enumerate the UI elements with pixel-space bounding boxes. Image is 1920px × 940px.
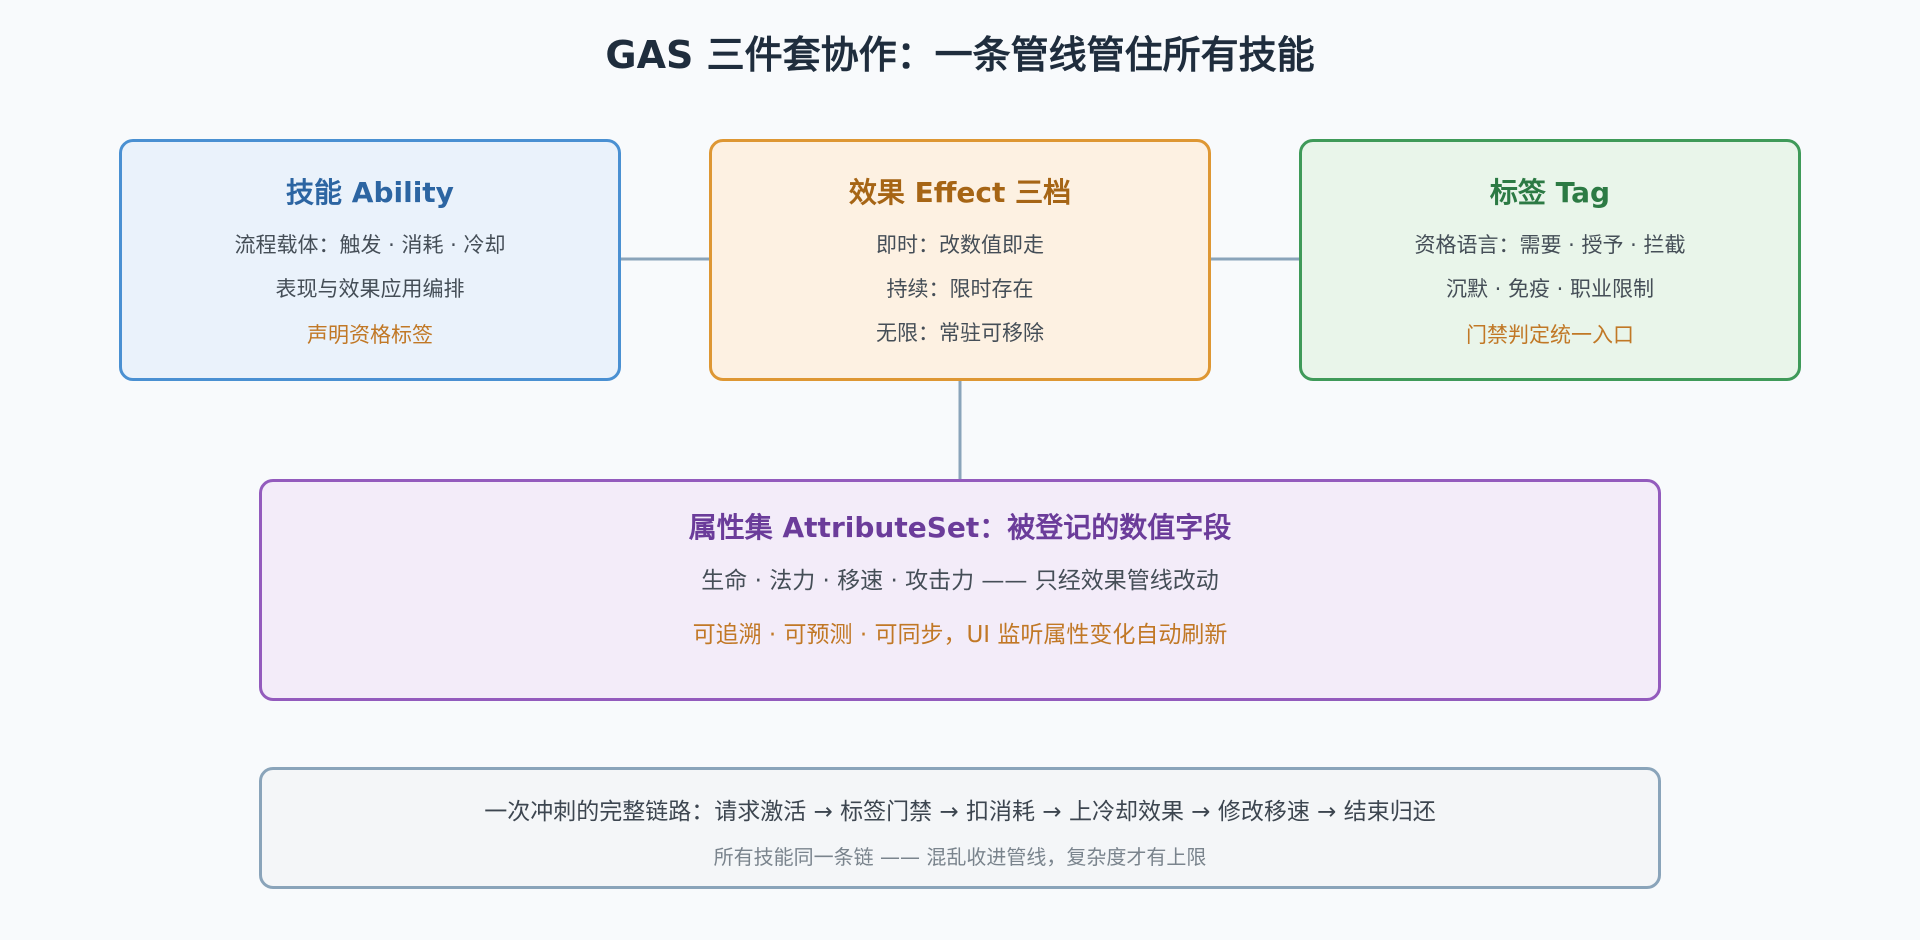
effect-line-instant: 即时：改数值即走 (876, 233, 1044, 257)
ability-title: 技能 Ability (286, 176, 454, 209)
tag-box: 标签 Tag 资格语言：需要 · 授予 · 拦截 沉默 · 免疫 · 职业限制 … (1299, 139, 1801, 381)
tag-line-2: 沉默 · 免疫 · 职业限制 (1445, 277, 1655, 301)
attribute-title: 属性集 AttributeSet：被登记的数值字段 (688, 511, 1232, 544)
attribute-line-1: 生命 · 法力 · 移速 · 攻击力 —— 只经效果管线改动 (701, 568, 1219, 594)
effect-line-duration: 持续：限时存在 (886, 277, 1034, 301)
tag-accent: 门禁判定统一入口 (1466, 323, 1634, 347)
chain-sub-text: 所有技能同一条链 —— 混乱收进管线，复杂度才有上限 (713, 845, 1207, 869)
chain-main-text: 一次冲刺的完整链路：请求激活 → 标签门禁 → 扣消耗 → 上冷却效果 → 修改… (484, 799, 1436, 825)
diagram-title: GAS 三件套协作：一条管线管住所有技能 (605, 33, 1315, 77)
tag-title: 标签 Tag (1489, 176, 1611, 209)
tag-line-1: 资格语言：需要 · 授予 · 拦截 (1414, 233, 1686, 257)
ability-line-1: 流程载体：触发 · 消耗 · 冷却 (234, 233, 506, 257)
ability-line-2: 表现与效果应用编排 (275, 277, 465, 301)
effect-title: 效果 Effect 三档 (848, 176, 1072, 209)
attribute-set-box: 属性集 AttributeSet：被登记的数值字段 生命 · 法力 · 移速 ·… (259, 479, 1661, 701)
effect-line-infinite: 无限：常驻可移除 (876, 321, 1044, 345)
effect-box: 效果 Effect 三档 即时：改数值即走 持续：限时存在 无限：常驻可移除 (709, 139, 1211, 381)
dash-chain-box: 一次冲刺的完整链路：请求激活 → 标签门禁 → 扣消耗 → 上冷却效果 → 修改… (259, 767, 1661, 889)
ability-accent: 声明资格标签 (307, 323, 433, 347)
ability-box: 技能 Ability 流程载体：触发 · 消耗 · 冷却 表现与效果应用编排 声… (119, 139, 621, 381)
attribute-accent: 可追溯 · 可预测 · 可同步，UI 监听属性变化自动刷新 (692, 622, 1228, 648)
